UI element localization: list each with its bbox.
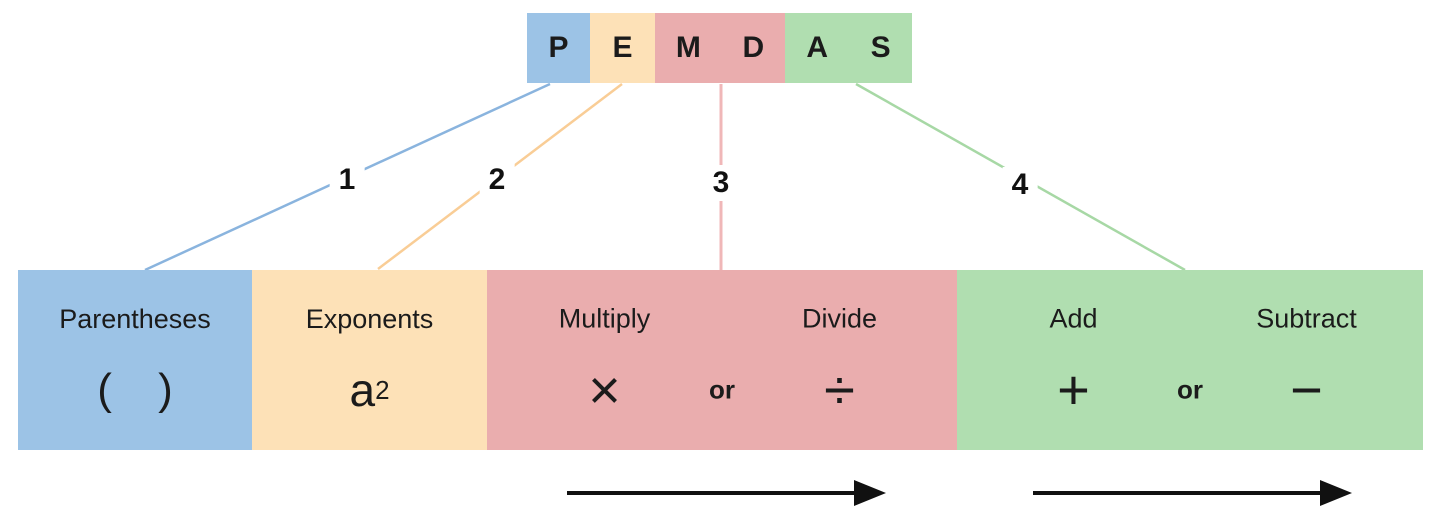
acronym-letter-m: M bbox=[675, 31, 701, 64]
acronym-box-as: A S bbox=[785, 13, 912, 83]
step-number-2: 2 bbox=[479, 162, 515, 198]
acronym-letter-s: S bbox=[870, 31, 891, 64]
category-label-subtract: Subtract bbox=[1256, 303, 1357, 334]
step-number-1: 1 bbox=[329, 162, 365, 198]
acronym-letter-p: P bbox=[548, 31, 569, 64]
acronym-box-e: E bbox=[590, 13, 655, 83]
category-label-add: Add bbox=[1049, 303, 1098, 334]
or-conjunction: or bbox=[709, 374, 735, 405]
acronym-letter-d: D bbox=[742, 31, 765, 64]
multiply-divide-symbols: × or ÷ bbox=[487, 358, 957, 422]
category-multiply-divide: Multiply Divide × or ÷ bbox=[487, 270, 957, 450]
acronym-bar: P E M D A S bbox=[527, 13, 912, 83]
category-label-multiply: Multiply bbox=[558, 303, 651, 334]
multiply-divide-labels: Multiply Divide bbox=[487, 304, 957, 334]
acronym-letter-e: E bbox=[612, 31, 633, 64]
category-label-exponents: Exponents bbox=[305, 304, 434, 334]
divide-symbol: ÷ bbox=[824, 358, 855, 421]
add-symbol: + bbox=[1057, 358, 1090, 421]
add-subtract-symbols: + or − bbox=[957, 358, 1423, 422]
step-number-4: 4 bbox=[1002, 167, 1038, 203]
or-conjunction: or bbox=[1177, 374, 1203, 405]
right-arrow-icon bbox=[567, 480, 886, 506]
acronym-box-md: M D bbox=[655, 13, 785, 83]
acronym-box-p: P bbox=[527, 13, 590, 83]
category-label-parentheses: Parentheses bbox=[59, 304, 211, 334]
category-add-subtract: Add Subtract + or − bbox=[957, 270, 1423, 450]
add-subtract-labels: Add Subtract bbox=[957, 304, 1423, 334]
right-arrow-icon bbox=[1033, 480, 1352, 506]
acronym-letter-a: A bbox=[806, 31, 828, 64]
category-label-divide: Divide bbox=[801, 303, 878, 334]
multiply-symbol: × bbox=[588, 358, 621, 421]
exponent-base: a bbox=[349, 364, 376, 416]
parentheses-symbol: ( ) bbox=[97, 365, 173, 414]
subtract-symbol: − bbox=[1290, 358, 1323, 421]
exponent-power: 2 bbox=[375, 375, 390, 405]
step-number-3: 3 bbox=[703, 165, 739, 201]
category-parentheses: Parentheses ( ) bbox=[18, 270, 252, 450]
